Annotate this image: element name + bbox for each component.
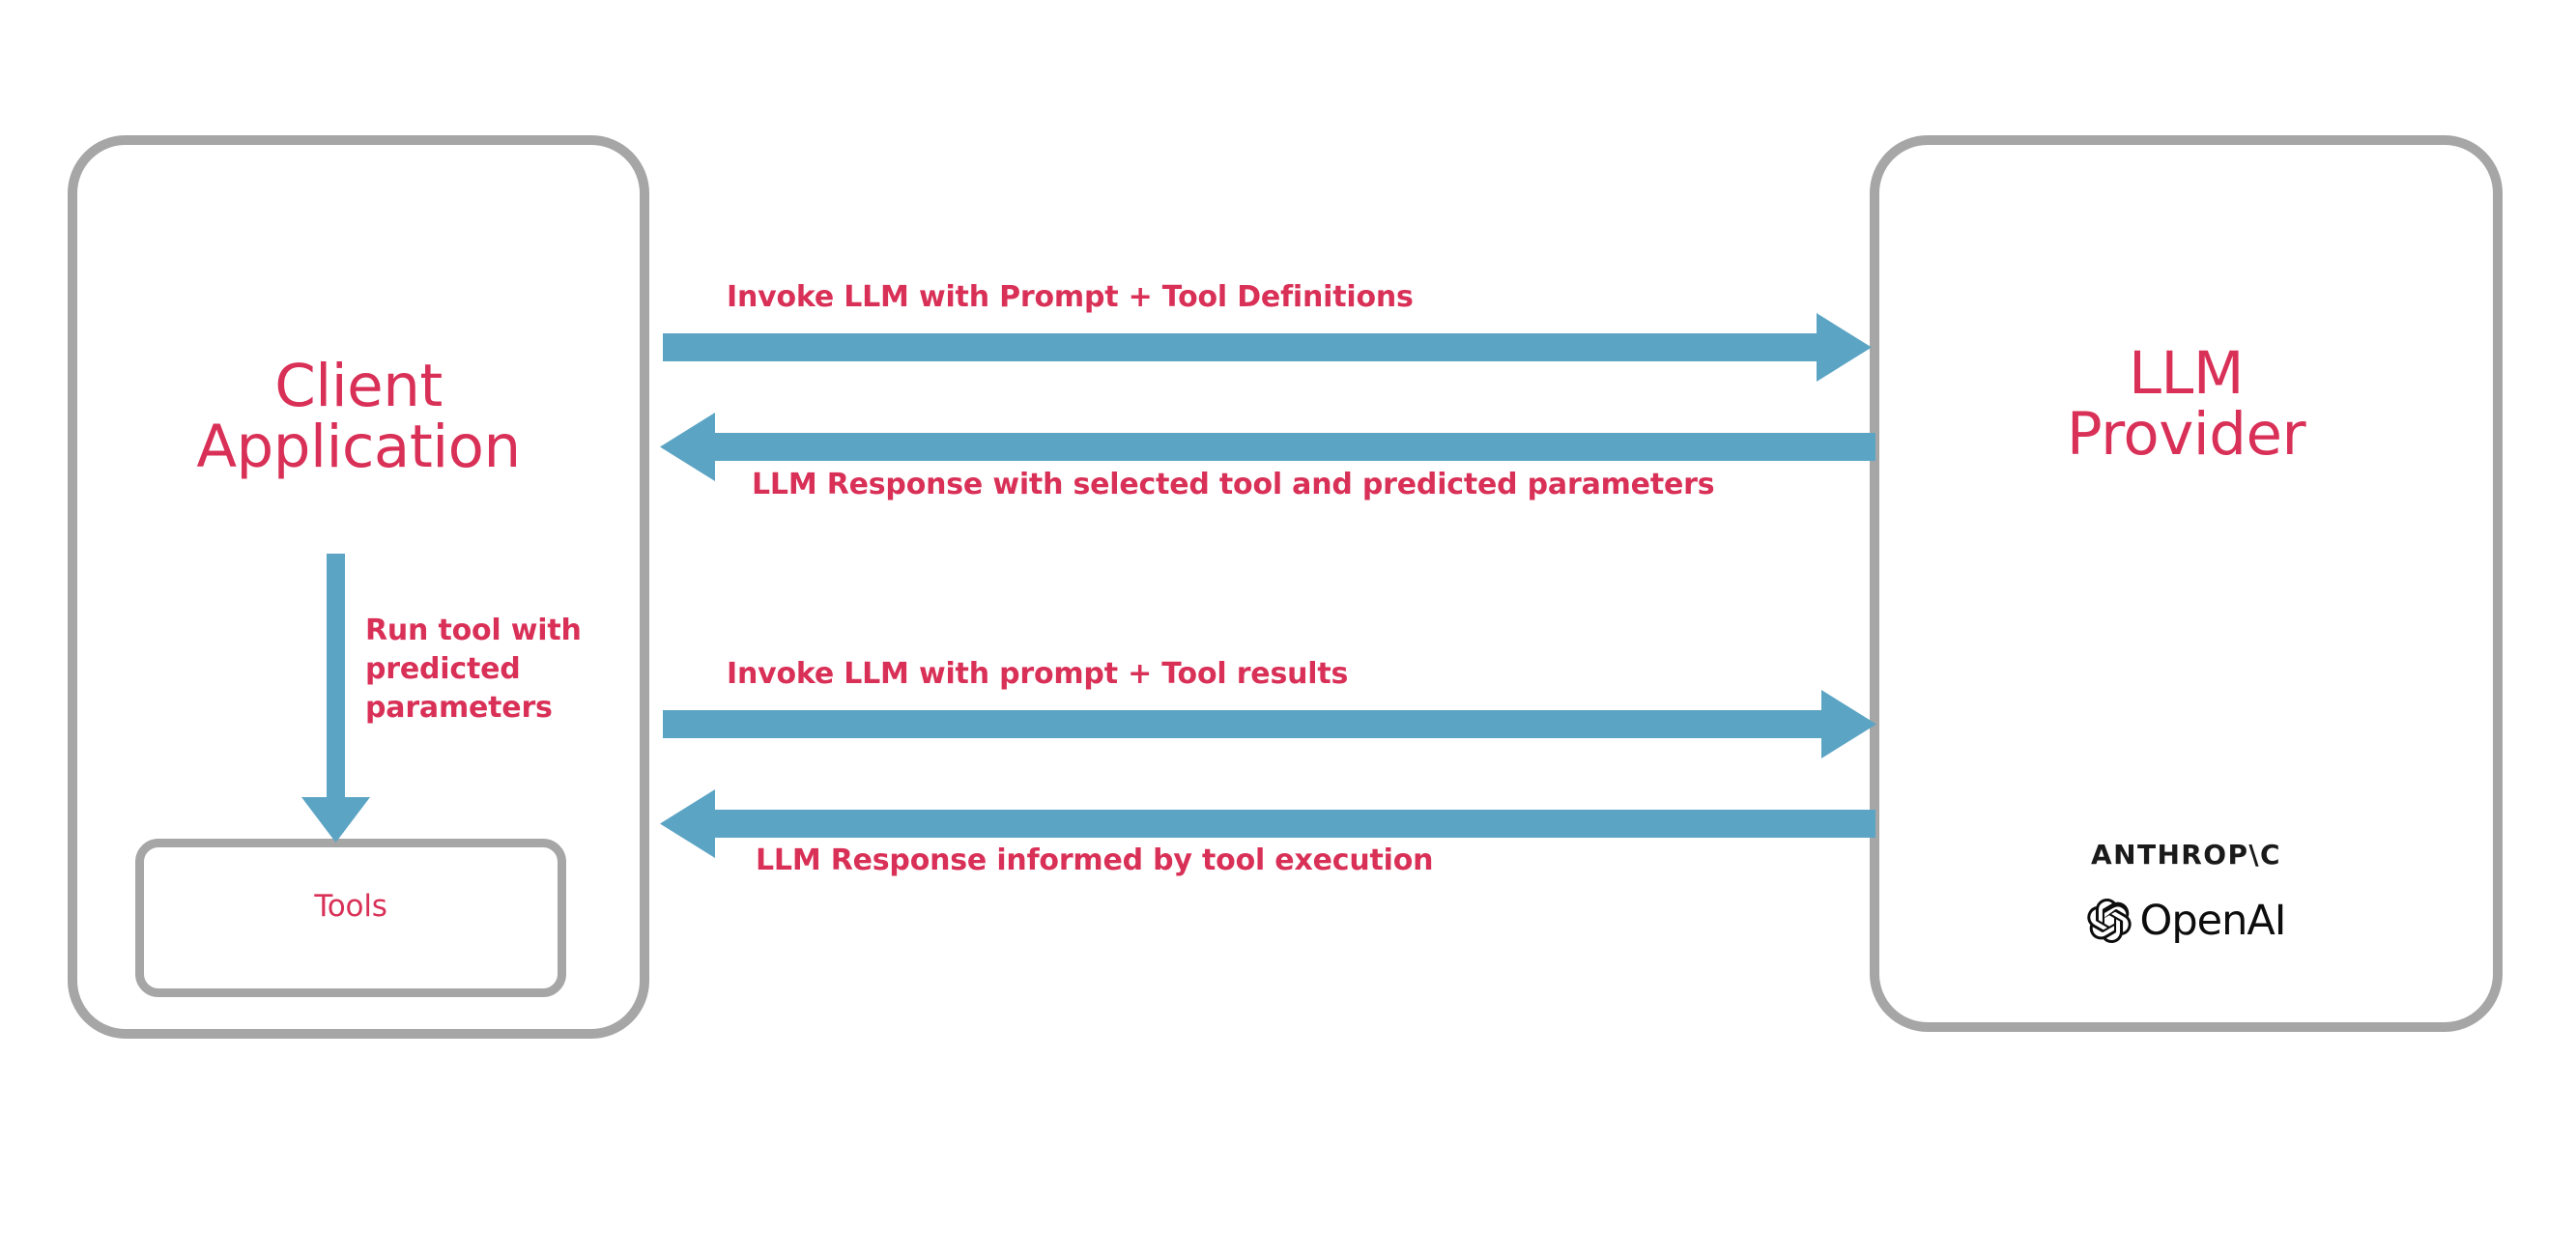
tools-node (135, 839, 566, 997)
client-title-line-2: Application (196, 413, 521, 482)
message-label-response-1: LLM Response with selected tool and pred… (752, 468, 1715, 501)
client-application-title: Client Application (68, 356, 649, 478)
message-label-invoke-2: Invoke LLM with prompt + Tool results (727, 657, 1349, 691)
openai-logo: OpenAI (1870, 899, 2503, 943)
arrow-invoke-1 (663, 313, 1872, 382)
provider-title-line-2: Provider (2066, 400, 2306, 470)
internal-arrow-label: Run tool with predicted parameters (365, 614, 582, 725)
arrow-invoke-2 (663, 690, 1876, 758)
client-title-line-1: Client (274, 352, 443, 420)
openai-mark-icon (2086, 899, 2132, 943)
tools-label: Tools (314, 889, 387, 924)
llm-provider-title: LLM Provider (1870, 343, 2503, 466)
message-label-invoke-1: Invoke LLM with Prompt + Tool Definition… (727, 280, 1414, 314)
message-label-response-2: LLM Response informed by tool execution (756, 843, 1434, 877)
llm-provider-node (1870, 135, 2503, 1032)
provider-title-line-1: LLM (2128, 339, 2245, 408)
anthropic-logo: ANTHROP\C (2091, 839, 2281, 871)
openai-wordmark: OpenAI (2139, 896, 2287, 945)
